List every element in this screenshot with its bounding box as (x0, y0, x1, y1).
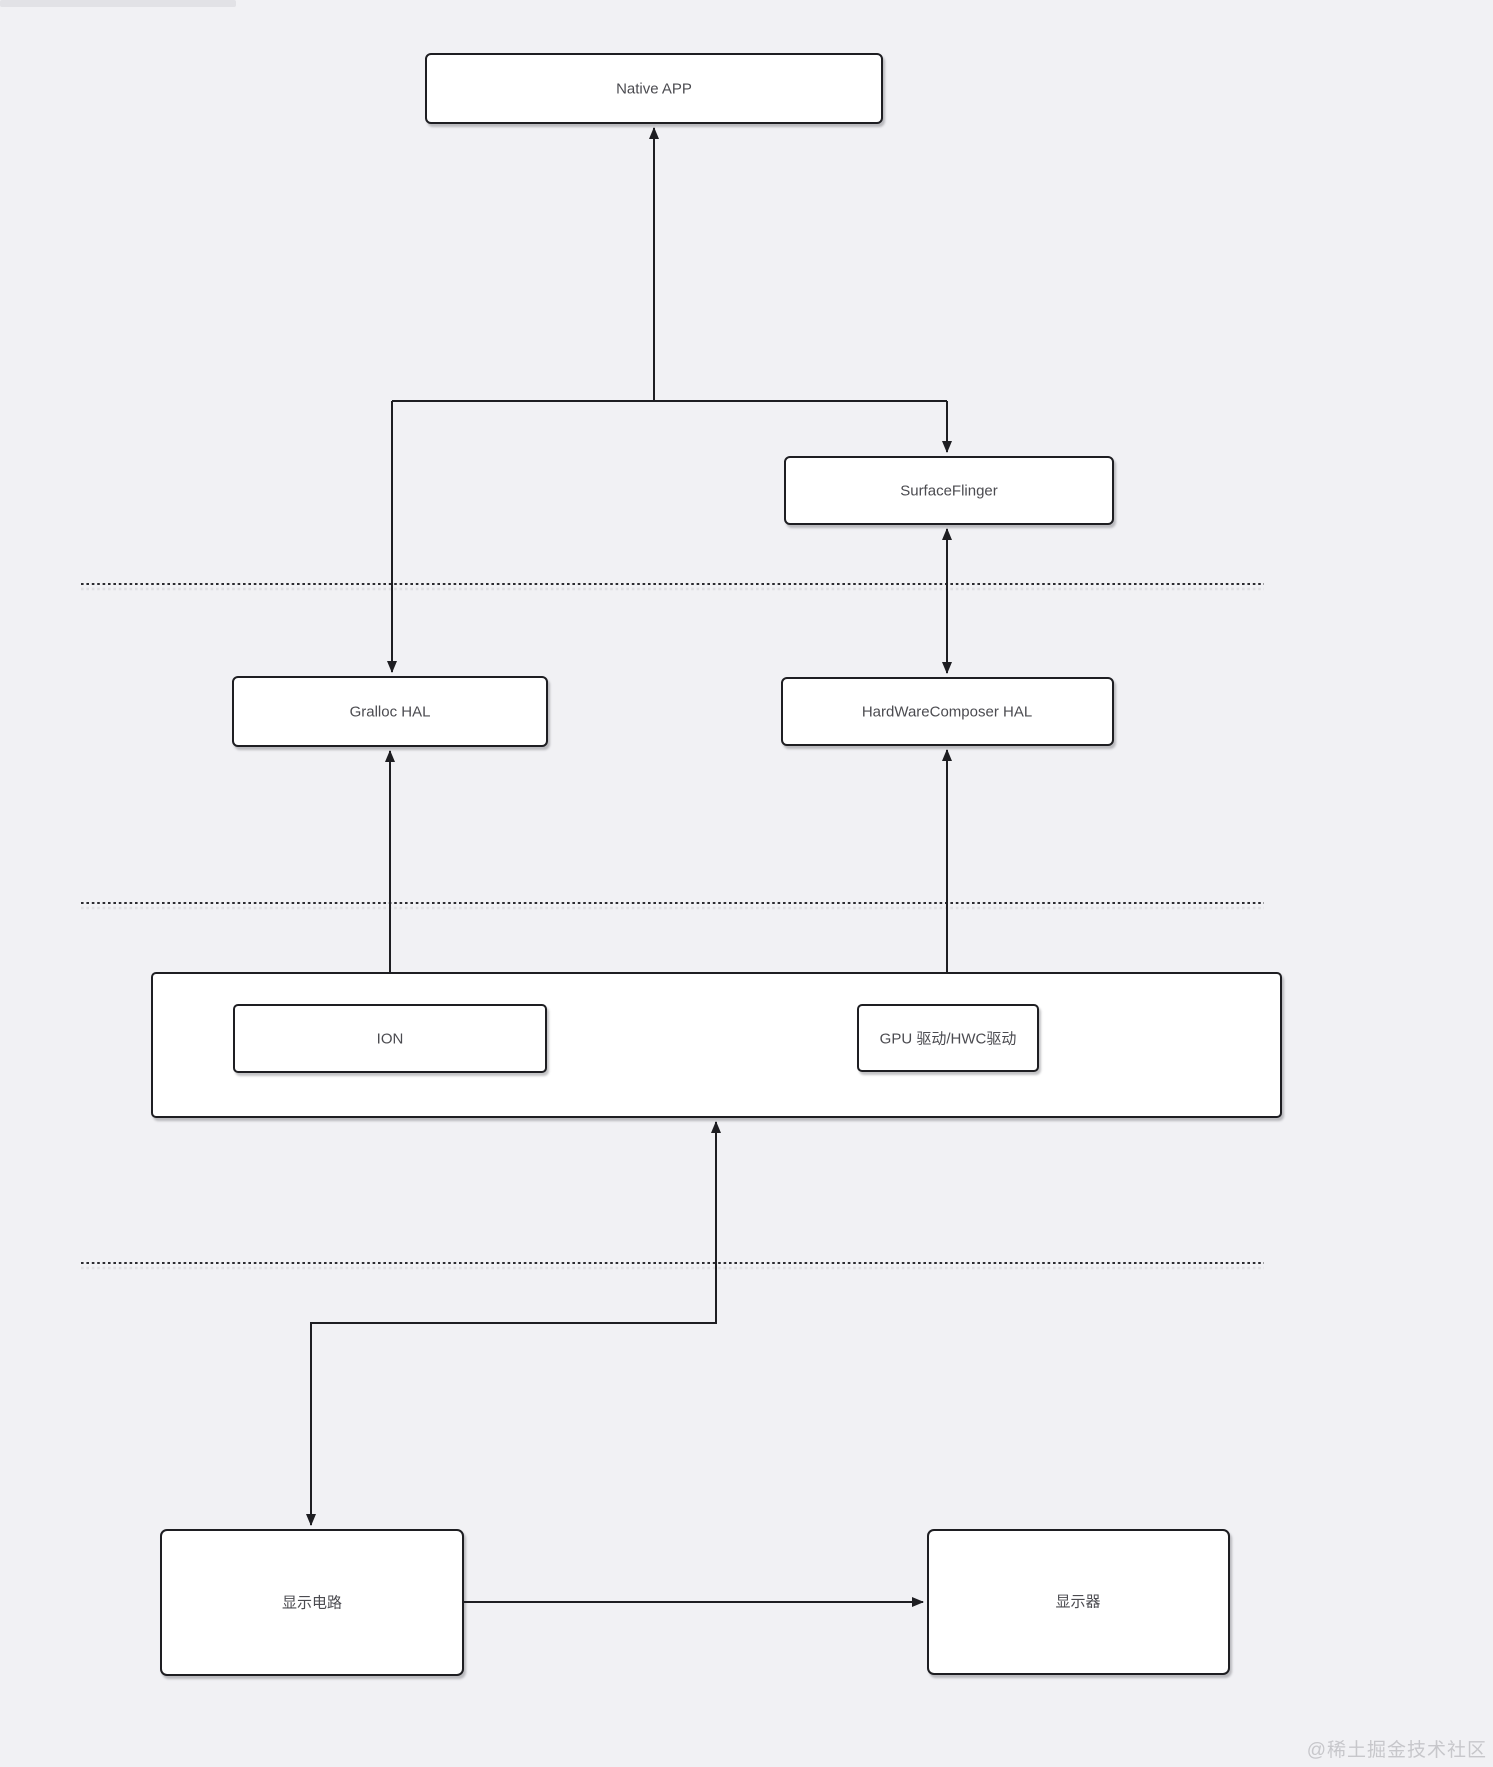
display-circuit-box (160, 1529, 464, 1676)
node-gpu-driver: GPU 驱动/HWC驱动 (857, 1004, 1039, 1072)
node-hardware-composer-hal: HardWareComposer HAL (781, 677, 1114, 746)
edge-driver-container-display-circuit (306, 1121, 721, 1526)
ion-label: ION (377, 1031, 404, 1048)
display-circuit-label: 显示电路 (282, 1595, 342, 1612)
hardware-composer-hal-label: HardWareComposer HAL (862, 704, 1032, 721)
edges (306, 127, 952, 1607)
watermark: @稀土掘金技术社区 (1306, 1740, 1487, 1761)
native-app-box (425, 53, 883, 124)
native-app-label: Native APP (616, 81, 692, 98)
gralloc-hal-label: Gralloc HAL (350, 704, 431, 721)
hardware-composer-hal-box (781, 677, 1114, 746)
node-gralloc-hal: Gralloc HAL (232, 676, 548, 747)
display-box (927, 1529, 1230, 1675)
node-ion: ION (233, 1004, 547, 1073)
display-label: 显示器 (1055, 1594, 1100, 1611)
node-native-app: Native APP (425, 53, 883, 124)
node-surface-flinger: SurfaceFlinger (784, 456, 1114, 525)
top-left-artifact-bar (0, 0, 236, 7)
surface-flinger-label: SurfaceFlinger (900, 483, 998, 500)
gpu-driver-box (857, 1004, 1039, 1072)
surface-flinger-box (784, 456, 1114, 525)
node-display-circuit: 显示电路 (160, 1529, 464, 1676)
gpu-driver-label: GPU 驱动/HWC驱动 (880, 1031, 1017, 1048)
node-display: 显示器 (927, 1529, 1230, 1675)
gralloc-hal-box (232, 676, 548, 747)
ion-box (233, 1004, 547, 1073)
